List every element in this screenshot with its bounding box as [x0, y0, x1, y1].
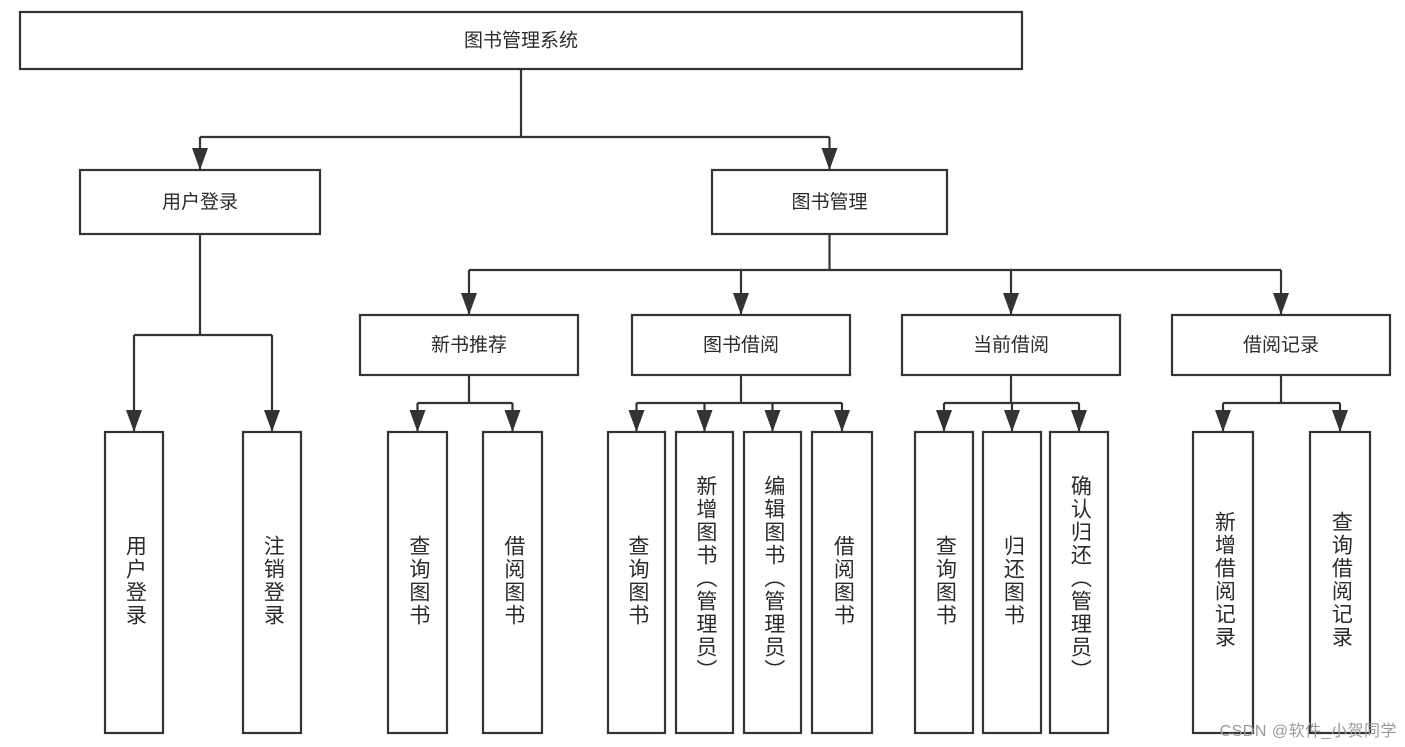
edge-borrow-record-arrow-1	[1332, 410, 1348, 432]
node-label-root: 图书管理系统	[464, 30, 578, 52]
edge-current-borrow-arrow-1	[1004, 410, 1020, 432]
node-box-borrow-book-1[interactable]	[481, 430, 544, 735]
edge-new-book-recommend-arrow-0	[409, 410, 426, 432]
edge-book-manage-arrow-3	[1273, 293, 1289, 315]
edge-new-book-recommend-arrow-1	[504, 410, 521, 432]
node-box-user-logout[interactable]	[241, 430, 303, 735]
node-box-root[interactable]	[18, 10, 1024, 71]
edge-book-borrow-arrow-2	[764, 410, 781, 432]
edge-book-borrow-arrow-3	[834, 410, 850, 432]
node-box-borrow-book-2[interactable]	[810, 430, 874, 735]
edge-current-borrow-arrow-2	[1071, 410, 1087, 432]
edge-root-arrow-0	[192, 148, 208, 170]
edge-current-borrow-arrow-0	[936, 410, 952, 432]
node-box-edit-book-admin[interactable]	[742, 430, 803, 735]
edge-book-manage-arrow-2	[1003, 293, 1019, 315]
edge-book-borrow-arrow-1	[696, 410, 713, 432]
node-box-query-borrow-record[interactable]	[1308, 430, 1372, 735]
node-box-add-borrow-record[interactable]	[1191, 430, 1255, 735]
node-box-confirm-return-admin[interactable]	[1048, 430, 1110, 735]
node-label-borrow-record: 借阅记录	[1243, 334, 1319, 356]
node-label-book-manage: 图书管理	[791, 191, 867, 213]
node-box-user-login-do[interactable]	[103, 430, 165, 735]
node-box-return-book[interactable]	[981, 430, 1043, 735]
edge-book-manage-arrow-1	[733, 293, 749, 315]
node-box-query-book-3[interactable]	[913, 430, 975, 735]
csdn-watermark: CSDN @软件_小贺同学	[1219, 723, 1397, 740]
edge-user-login-arrow-1	[264, 410, 280, 432]
node-box-user-login[interactable]	[78, 168, 322, 236]
node-box-book-borrow[interactable]	[630, 313, 852, 377]
edge-book-manage-arrow-0	[461, 293, 477, 315]
node-box-query-book-1[interactable]	[386, 430, 449, 735]
node-label-user-login: 用户登录	[162, 191, 238, 213]
edge-borrow-record-arrow-0	[1215, 410, 1231, 432]
node-box-borrow-record[interactable]	[1170, 313, 1392, 377]
edge-root-arrow-1	[821, 148, 838, 170]
edges-layer	[126, 69, 1348, 432]
edge-user-login-arrow-0	[126, 410, 142, 432]
node-box-book-manage[interactable]	[710, 168, 949, 236]
node-box-add-book-admin[interactable]	[674, 430, 735, 735]
node-box-current-borrow[interactable]	[900, 313, 1122, 377]
node-label-new-book-recommend: 新书推荐	[431, 334, 507, 356]
boxes-layer	[18, 10, 1392, 735]
node-label-current-borrow: 当前借阅	[973, 334, 1049, 356]
node-label-book-borrow: 图书借阅	[703, 334, 779, 356]
node-box-new-book-recommend[interactable]	[358, 313, 580, 377]
node-box-query-book-2[interactable]	[606, 430, 667, 735]
edge-book-borrow-arrow-0	[628, 410, 645, 432]
